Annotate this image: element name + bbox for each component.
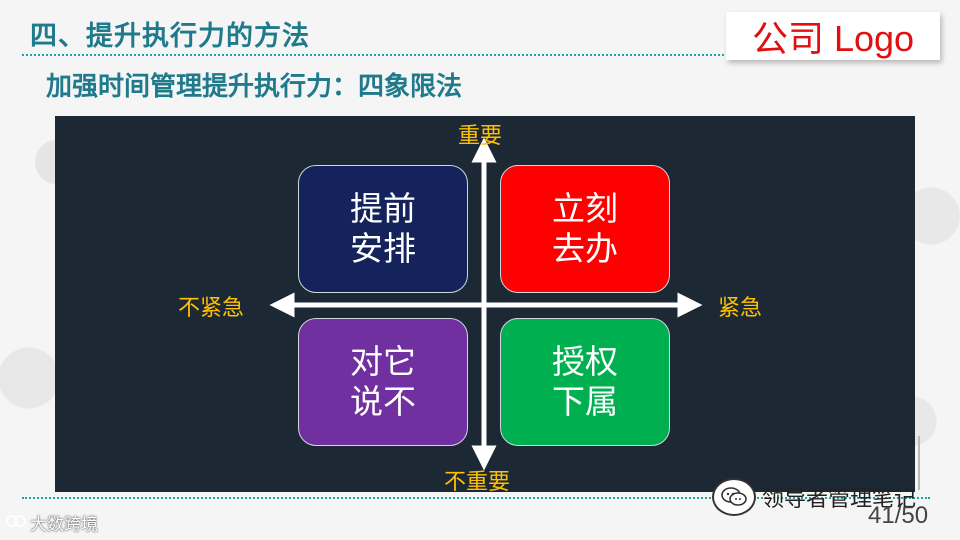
quadrant-do-now: 立刻 去办 xyxy=(500,165,670,293)
quadrant-text-line1: 立刻 xyxy=(552,189,618,228)
axis-label-not-urgent: 不紧急 xyxy=(178,296,245,321)
footer-divider xyxy=(22,497,930,499)
quadrant-say-no: 对它 说不 xyxy=(298,318,468,446)
page-number: 41/50 xyxy=(868,502,929,529)
logo-icon xyxy=(6,512,26,534)
quadrant-text-line1: 提前 xyxy=(350,189,416,228)
slide-subtitle: 加强时间管理提升执行力：四象限法 xyxy=(46,72,463,102)
axis-label-not-important: 不重要 xyxy=(444,470,511,495)
quadrant-plan-ahead: 提前 安排 xyxy=(298,165,468,293)
quadrant-text-line1: 对它 xyxy=(350,342,416,381)
watermark-right-text: 领导者管理笔记 xyxy=(762,487,917,512)
watermark-source: 大数跨境 xyxy=(6,510,98,535)
company-logo: 公司 Logo xyxy=(726,12,940,60)
panel-edge-mark xyxy=(908,436,920,490)
quadrant-delegate: 授权 下属 xyxy=(500,318,670,446)
quadrant-text-line2: 说不 xyxy=(350,382,416,421)
quadrant-text-line2: 去办 xyxy=(552,229,618,268)
watermark-wechat: 领导者管理笔记 xyxy=(712,478,916,516)
quadrant-text-line2: 下属 xyxy=(552,382,618,421)
slide-title: 四、提升执行力的方法 xyxy=(30,21,310,52)
quadrant-text-line1: 授权 xyxy=(552,342,618,381)
wechat-icon xyxy=(712,478,756,516)
axis-label-important: 重要 xyxy=(458,124,503,149)
quadrant-text-line2: 安排 xyxy=(350,229,416,268)
axis-label-urgent: 紧急 xyxy=(718,296,763,321)
watermark-left-text: 大数跨境 xyxy=(30,515,98,535)
company-logo-text: 公司 Logo xyxy=(751,18,915,59)
title-divider xyxy=(22,54,740,56)
